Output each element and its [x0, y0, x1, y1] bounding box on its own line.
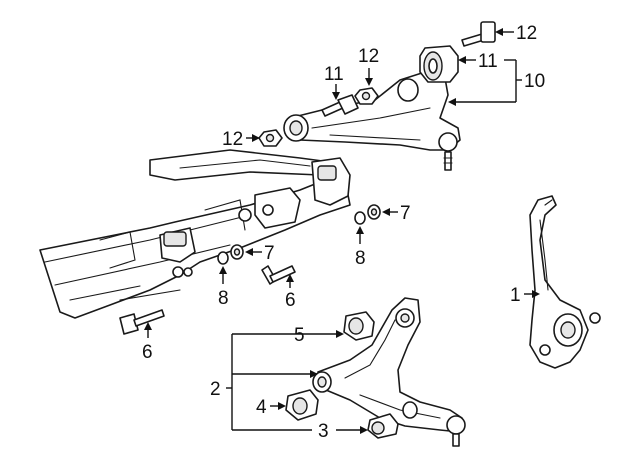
callout-8-right: 8 — [355, 248, 366, 269]
callout-12-left: 12 — [222, 129, 243, 150]
callout-labels: 12 11 10 12 11 12 7 8 7 8 6 6 1 5 2 4 3 — [142, 23, 545, 442]
callout-3: 3 — [318, 421, 329, 442]
bolt-11-mid — [321, 94, 359, 117]
bushing-4 — [285, 389, 319, 421]
callout-7-left: 7 — [264, 243, 275, 264]
bushing-3 — [367, 413, 399, 439]
callout-1: 1 — [510, 285, 521, 306]
callout-12-upper: 12 — [358, 46, 379, 67]
callout-11-mid: 11 — [324, 64, 344, 85]
callout-4: 4 — [256, 397, 267, 418]
washer-nut-right — [354, 204, 381, 225]
steering-knuckle — [529, 195, 601, 369]
callout-6-right: 6 — [285, 290, 296, 311]
nut-12-left — [258, 129, 283, 147]
leader-lines — [144, 28, 540, 434]
bolt-6-left — [119, 309, 165, 335]
subframe — [39, 149, 351, 319]
callout-5: 5 — [294, 325, 305, 346]
callout-9: 10 — [524, 71, 545, 92]
callout-8-left: 8 — [218, 288, 229, 309]
callout-10: 11 — [478, 51, 498, 72]
callout-7-right: 7 — [400, 203, 411, 224]
nut-12-upper — [354, 87, 379, 105]
bolt-11-top — [461, 21, 496, 47]
callout-2: 2 — [210, 379, 221, 400]
lower-control-arm — [312, 297, 466, 447]
upper-control-arm — [283, 71, 461, 171]
washer-nut-left — [217, 244, 244, 265]
callout-11-top: 12 — [516, 23, 537, 44]
bolt-6-right — [261, 265, 296, 285]
bushing-5 — [343, 311, 375, 341]
bushing-10 — [419, 45, 459, 83]
callout-6-left: 6 — [142, 342, 153, 363]
